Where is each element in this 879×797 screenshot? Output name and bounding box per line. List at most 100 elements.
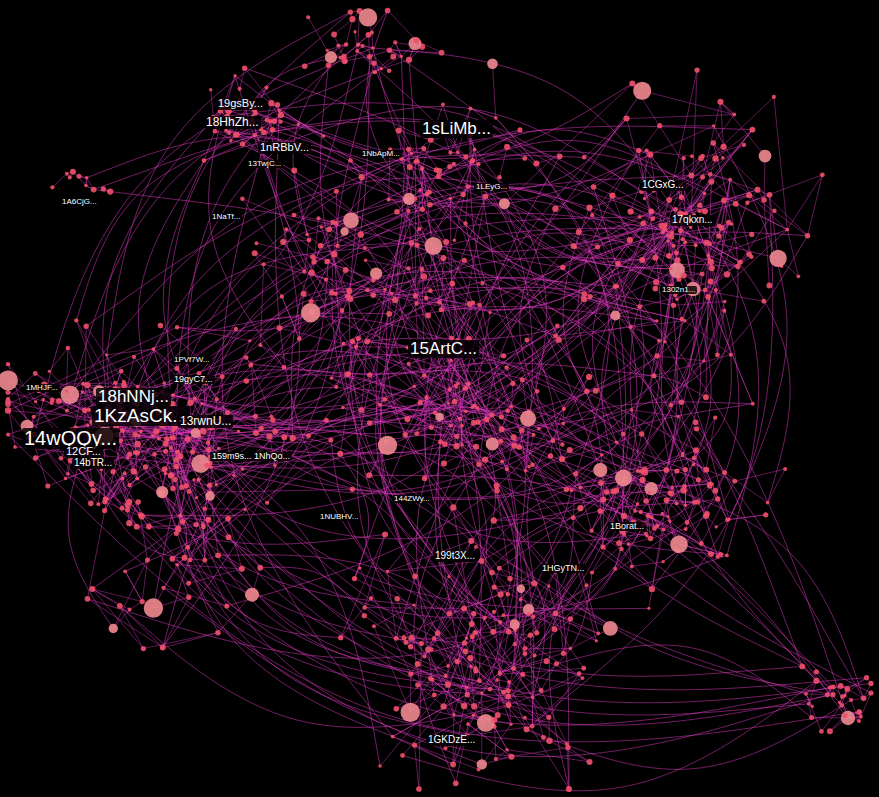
- network-edge: [439, 140, 705, 193]
- network-node: [82, 408, 87, 413]
- network-edge: [98, 469, 164, 504]
- network-edge: [227, 211, 652, 606]
- network-node: [248, 363, 252, 367]
- network-edge: [502, 236, 808, 430]
- network-node: [65, 409, 69, 413]
- network-edge: [706, 470, 727, 520]
- network-node: [48, 370, 51, 373]
- network-edge: [165, 287, 684, 443]
- network-edge: [68, 474, 92, 484]
- network-edge: [424, 196, 532, 697]
- network-node: [153, 429, 159, 435]
- network-edge: [441, 224, 732, 442]
- network-edge: [202, 315, 615, 433]
- network-edge: [663, 551, 678, 562]
- network-edge: [448, 403, 833, 695]
- network-edge: [529, 614, 597, 641]
- network-edge: [352, 361, 704, 498]
- network-edge: [138, 387, 867, 690]
- network-edge: [512, 406, 658, 525]
- network-node: [191, 455, 209, 473]
- network-node: [273, 463, 277, 467]
- network-edge: [176, 72, 375, 460]
- network-edge: [114, 230, 788, 454]
- network-node: [205, 463, 210, 468]
- network-edge: [703, 102, 721, 177]
- network-edge: [409, 364, 721, 555]
- network-edge: [670, 521, 711, 554]
- network-edge: [808, 175, 823, 236]
- node-group: [0, 8, 874, 792]
- network-edge: [105, 159, 402, 511]
- network-edge: [682, 158, 723, 184]
- network-edge: [395, 42, 401, 56]
- network-node: [158, 323, 163, 328]
- network-edge: [696, 418, 715, 451]
- network-edge: [663, 551, 678, 562]
- network-edge: [527, 391, 596, 584]
- network-node: [34, 400, 37, 403]
- network-node: [175, 325, 179, 329]
- network-node: [162, 466, 168, 472]
- network-node: [185, 545, 190, 550]
- network-node: [127, 483, 131, 487]
- network-edge: [8, 399, 385, 545]
- network-edge: [227, 103, 671, 269]
- network-edge: [365, 534, 385, 607]
- network-edge: [8, 380, 85, 410]
- network-node: [61, 385, 80, 404]
- network-edge: [694, 458, 712, 484]
- network-edge: [393, 274, 703, 736]
- network-edge: [414, 464, 479, 783]
- network-edge: [450, 232, 808, 389]
- network-edge: [578, 196, 623, 434]
- network-edge: [464, 260, 603, 547]
- network-edge: [368, 35, 369, 57]
- network-edge: [346, 19, 352, 44]
- network-node: [184, 483, 189, 488]
- network-edge: [356, 346, 408, 348]
- network-edge: [67, 44, 359, 391]
- network-node: [105, 353, 108, 356]
- network-edge: [105, 422, 509, 682]
- network-edge: [466, 187, 468, 224]
- network-node: [33, 455, 38, 460]
- network-edge: [211, 182, 711, 428]
- network-edge: [719, 236, 790, 503]
- network-edge: [366, 10, 409, 198]
- network-edge: [240, 68, 245, 89]
- network-edge: [513, 450, 696, 668]
- network-edge: [525, 286, 677, 654]
- network-node: [217, 447, 221, 451]
- network-edge: [273, 107, 641, 192]
- network-edge: [119, 130, 752, 426]
- network-node: [163, 449, 168, 454]
- network-node: [134, 450, 140, 456]
- network-edge: [235, 76, 602, 455]
- network-edge: [415, 745, 419, 789]
- network-node: [131, 468, 137, 474]
- network-edge: [357, 51, 532, 471]
- network-edge: [681, 158, 683, 197]
- network-edge: [388, 10, 417, 40]
- network-edge: [704, 311, 724, 361]
- network-node: [6, 433, 10, 437]
- network-node: [41, 398, 45, 402]
- network-edge: [245, 68, 718, 557]
- network-node: [215, 483, 219, 487]
- network-node: [138, 512, 144, 518]
- network-node: [89, 481, 95, 487]
- network-node: [185, 436, 191, 442]
- network-edge: [147, 363, 654, 560]
- network-edge: [331, 440, 450, 614]
- network-edge: [730, 180, 807, 236]
- network-edge: [161, 493, 468, 735]
- network-node: [163, 381, 166, 384]
- network-node: [0, 370, 18, 390]
- network-edge: [716, 290, 717, 355]
- network-node: [248, 339, 251, 342]
- network-edge: [87, 499, 717, 658]
- network-edge: [376, 290, 508, 632]
- network-node: [5, 407, 11, 413]
- network-edge: [308, 17, 331, 57]
